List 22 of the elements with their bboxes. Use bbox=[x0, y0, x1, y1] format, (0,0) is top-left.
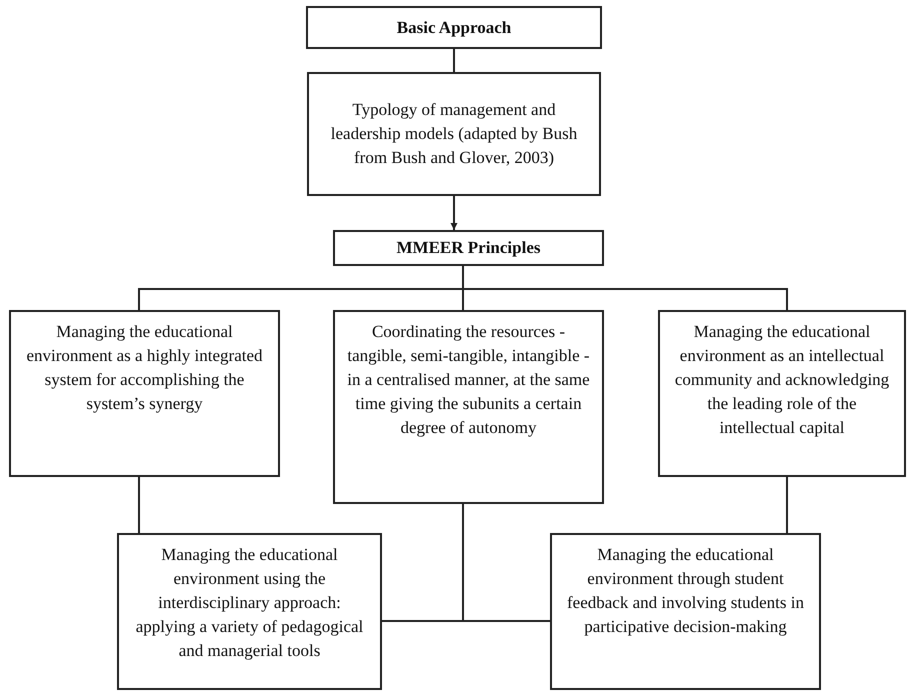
box-text: Managing the educational environment through student feedback and involving students in participative decision-making bbox=[566, 544, 805, 638]
box-text: Managing the educational environment using the interdisciplinary approach: applying a variety of pedagogical and managerial tools bbox=[134, 544, 364, 662]
box-heading: Basic Approach bbox=[396, 16, 512, 39]
connector-line bbox=[462, 266, 788, 310]
box-text: Coordinating the resources -tangible, semi-tangible, intangible - in a centralised manner, at the same time giving the subunits a certain degree of autonomy bbox=[346, 321, 591, 439]
box-heading: MMEER Principles bbox=[396, 237, 540, 259]
text-box bbox=[333, 310, 604, 504]
text-box bbox=[333, 230, 604, 266]
text-box bbox=[658, 310, 906, 477]
text-box bbox=[306, 6, 602, 49]
box-text: Managing the educational environment as an intellectual community and acknowledging the leading role of the intellectual capital bbox=[674, 321, 890, 439]
text-box bbox=[307, 72, 601, 196]
box-text: Managing the educational environment as a highly integrated system for accomplishing the system’s synergy bbox=[25, 321, 264, 415]
connector-line bbox=[786, 477, 788, 533]
box-text: Typology of management and leadership models (adapted by Bush from Bush and Glover, 2003) bbox=[330, 99, 578, 169]
connector-line bbox=[462, 504, 550, 622]
connector-line bbox=[138, 477, 140, 533]
text-box bbox=[117, 533, 382, 690]
connector-line bbox=[453, 49, 455, 72]
arrow bbox=[450, 196, 458, 230]
text-box bbox=[550, 533, 821, 690]
text-box bbox=[9, 310, 280, 477]
